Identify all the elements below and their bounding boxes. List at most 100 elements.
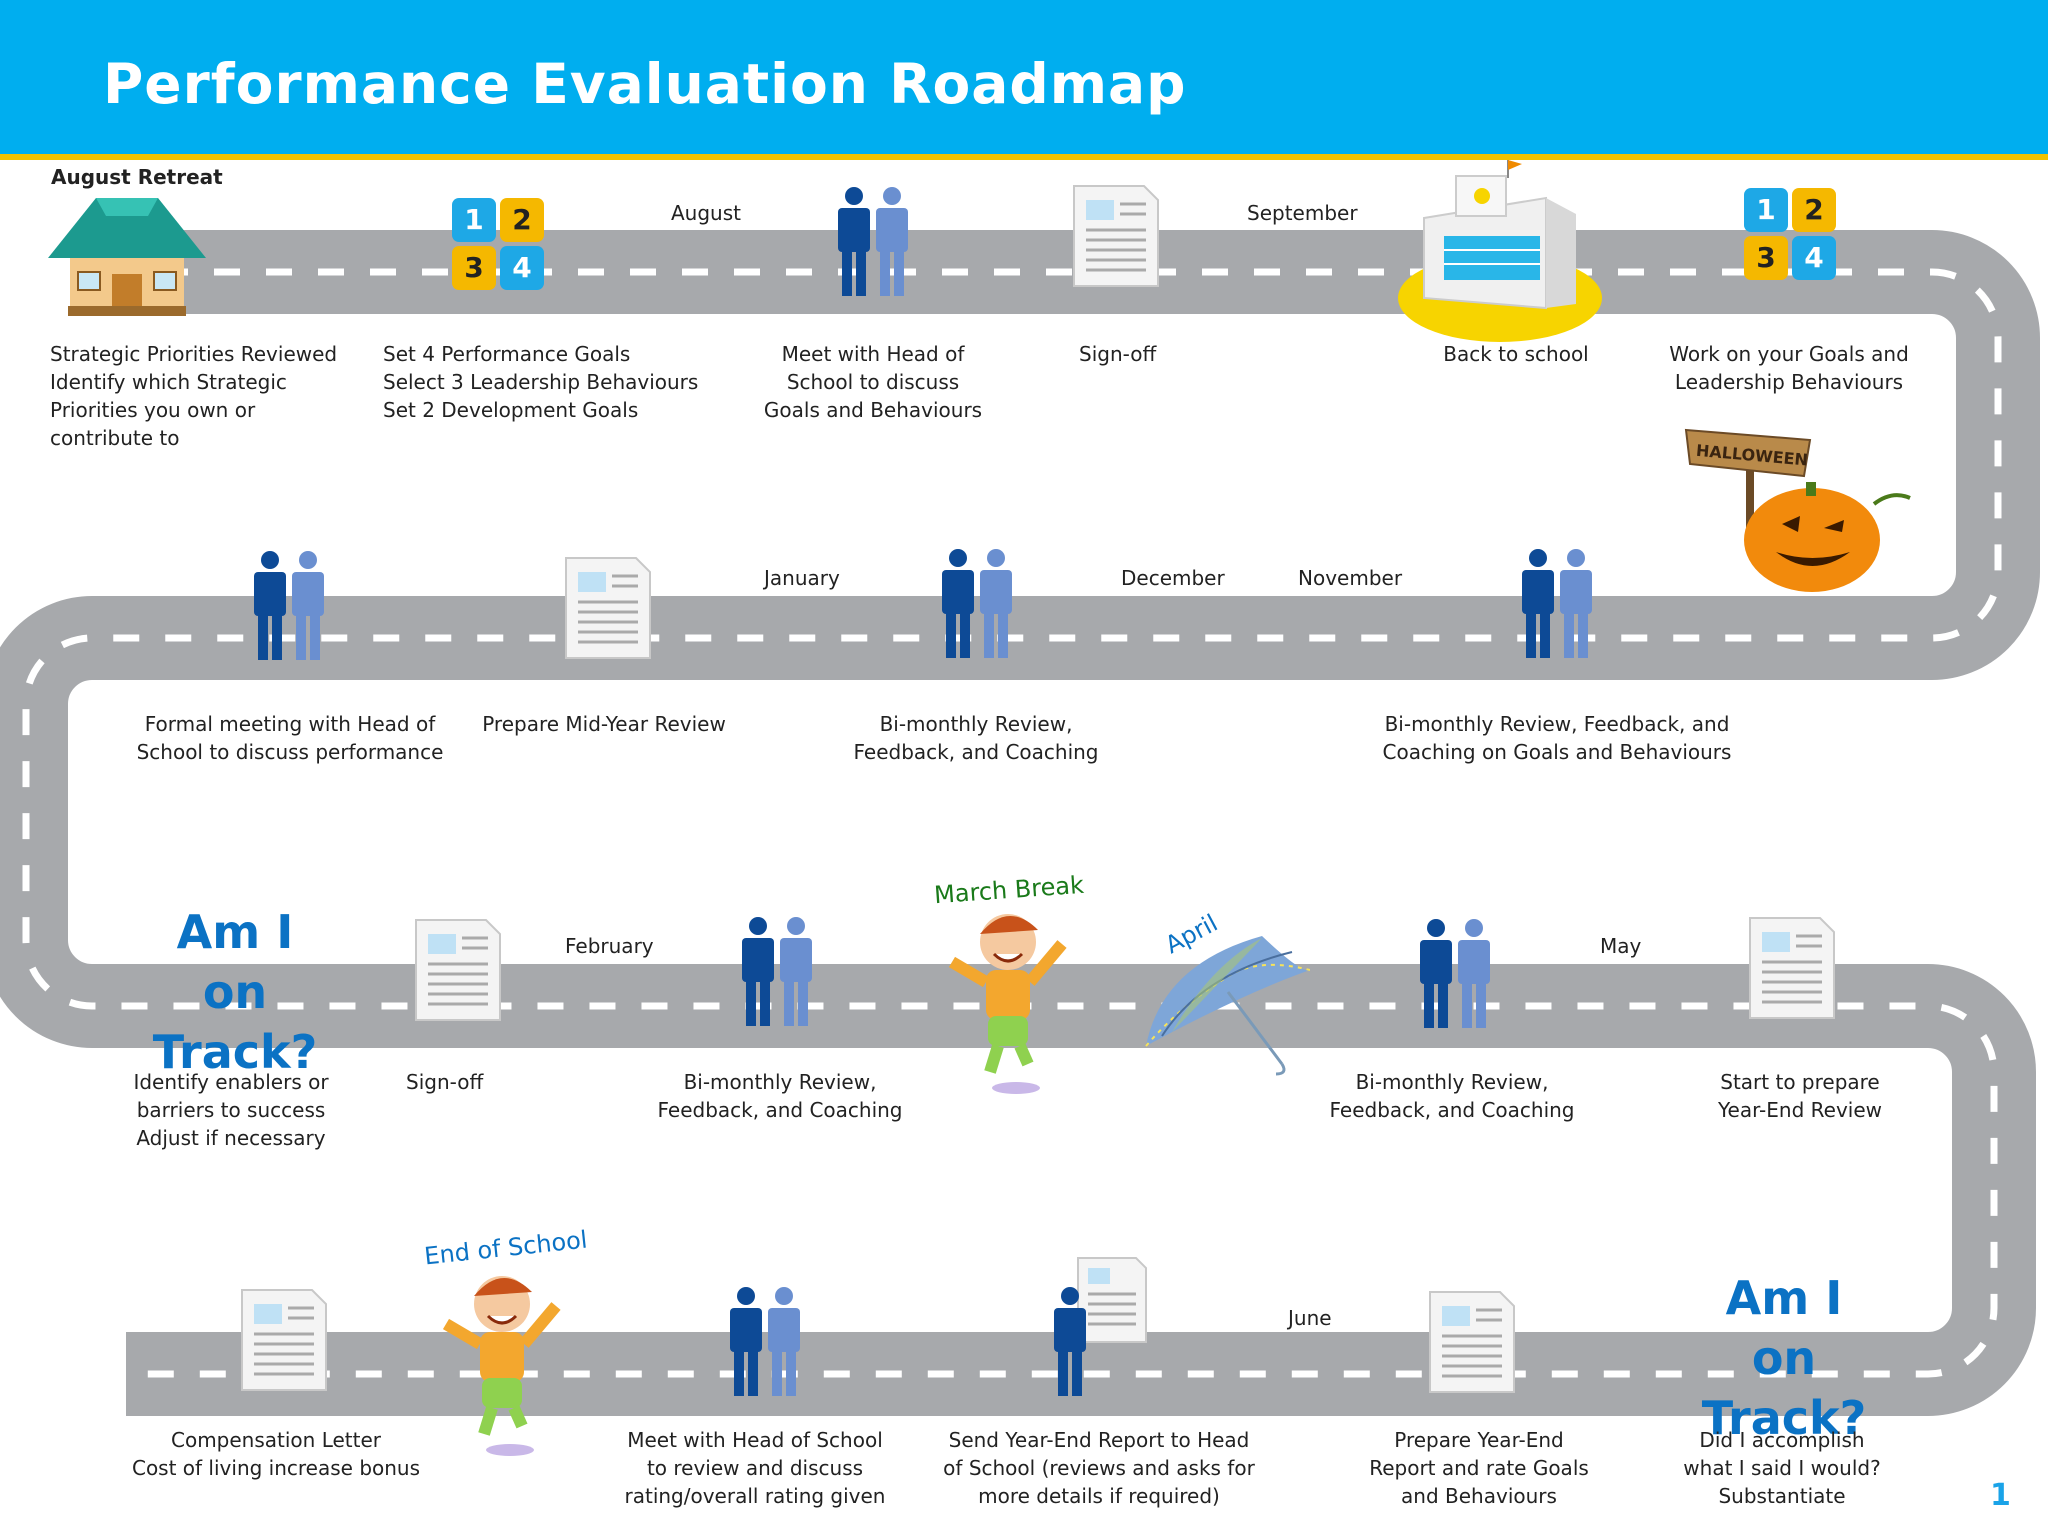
step-line: Strategic Priorities Reviewed <box>50 342 338 366</box>
step-line: Bi-monthly Review, <box>1355 1070 1549 1094</box>
on-track-callout: Am I on Track? <box>120 902 350 1082</box>
month-june: June <box>1288 1306 1332 1330</box>
month-august: August <box>671 201 741 225</box>
callout-line: on Track? <box>152 965 318 1079</box>
callout-line: Am I <box>1725 1271 1843 1325</box>
school-building-icon <box>1398 160 1602 342</box>
document-icon <box>415 919 501 1021</box>
mid-year-review-step: Prepare Mid-Year Review <box>482 712 726 736</box>
prepare-report-step: Prepare Year-End Report and rate Goals a… <box>1369 1426 1589 1510</box>
step-line: Meet with Head of School <box>627 1428 883 1452</box>
step-line: Identify enablers or <box>133 1070 329 1094</box>
bimonthly-review-step: Bi-monthly Review, Feedback, and Coachin… <box>658 1068 903 1124</box>
month-december: December <box>1121 566 1225 590</box>
people-icon <box>254 551 324 660</box>
step-line: Priorities you own or <box>50 398 256 422</box>
callout-line: on Track? <box>1701 1331 1867 1445</box>
road-lane-marking <box>22 268 2002 1378</box>
reflection-step: Did I accomplish what I said I would? Su… <box>1683 1426 1880 1510</box>
step-line: contribute to <box>50 426 180 450</box>
step-line: more details if required) <box>978 1484 1220 1508</box>
header-bar <box>0 0 2048 154</box>
final-meeting-step: Meet with Head of School to review and d… <box>625 1426 886 1510</box>
people-icon <box>742 917 812 1026</box>
step-line: Identify which Strategic <box>50 370 287 394</box>
step-line: barriers to success <box>136 1098 326 1122</box>
step-line: Report and rate Goals <box>1369 1456 1589 1480</box>
month-january: January <box>764 566 840 590</box>
step-line: Bi-monthly Review, Feedback, and <box>1384 712 1730 736</box>
people-icon <box>1522 549 1592 658</box>
step-line: Select 3 Leadership Behaviours <box>383 370 699 394</box>
document-icon <box>1073 185 1159 287</box>
jumping-kid-icon <box>948 914 1067 1094</box>
people-icon <box>838 187 908 296</box>
step-line: Send Year-End Report to Head <box>948 1428 1250 1452</box>
step-line: School to discuss performance <box>136 740 444 764</box>
tile-4: 4 <box>1792 236 1836 280</box>
step-line: Formal meeting with Head of <box>144 712 436 736</box>
step-line: Meet with Head of <box>781 342 965 366</box>
month-september: September <box>1247 201 1358 225</box>
step-line: Prepare Year-End <box>1394 1428 1564 1452</box>
step-line: of School (reviews and asks for <box>943 1456 1255 1480</box>
step-line: Coaching on Goals and Behaviours <box>1382 740 1732 764</box>
month-february: February <box>565 934 654 958</box>
document-icon <box>1429 1291 1515 1393</box>
step-line: Did I accomplish <box>1699 1428 1865 1452</box>
page-title: Performance Evaluation Roadmap <box>103 52 1187 116</box>
back-to-school-step: Back to school <box>1443 342 1589 366</box>
step-line: Feedback, and Coaching <box>853 740 1099 764</box>
step-line: Adjust if necessary <box>136 1126 326 1150</box>
send-report-step: Send Year-End Report to Head of School (… <box>943 1426 1255 1510</box>
bimonthly-review-step: Bi-monthly Review, Feedback, and Coachin… <box>854 710 1099 766</box>
person-with-document-icon <box>1054 1257 1147 1396</box>
step-line: Cost of living increase bonus <box>131 1456 421 1480</box>
tile-2: 2 <box>500 198 544 242</box>
tile-3: 3 <box>1744 236 1788 280</box>
step-line: rating/overall rating given <box>624 1484 886 1508</box>
step-line: Feedback, and Coaching <box>657 1098 903 1122</box>
step-line: Set 2 Development Goals <box>383 398 639 422</box>
step-line: Leadership Behaviours <box>1674 370 1904 394</box>
formal-meeting-step: Formal meeting with Head of School to di… <box>137 710 444 766</box>
document-icon <box>241 1289 327 1391</box>
step-line: School to discuss <box>786 370 960 394</box>
step-line: Feedback, and Coaching <box>1329 1098 1575 1122</box>
number-tiles-icon: 1 2 3 4 <box>1744 188 1842 286</box>
tile-2: 2 <box>1792 188 1836 232</box>
month-may: May <box>1600 934 1642 958</box>
callout-line: Am I <box>176 905 294 959</box>
on-track-callout: Am I on Track? <box>1664 1268 1904 1448</box>
step-line: Bi-monthly Review, <box>683 1070 877 1094</box>
house-icon <box>48 198 206 316</box>
step-line: Goals and Behaviours <box>763 398 983 422</box>
people-icon <box>1420 919 1490 1028</box>
page-number: 1 <box>1990 1478 2011 1513</box>
umbrella-icon <box>1145 936 1310 1076</box>
step-line: Set 4 Performance Goals <box>383 342 631 366</box>
bimonthly-review-step: Bi-monthly Review, Feedback, and Coachin… <box>1330 1068 1575 1124</box>
signoff-step: Sign-off <box>1079 342 1157 366</box>
strategic-priorities-step: Strategic Priorities Reviewed Identify w… <box>50 340 337 452</box>
signoff-step: Sign-off <box>406 1070 484 1094</box>
document-icon <box>1749 917 1835 1019</box>
document-icon <box>565 557 651 659</box>
tile-1: 1 <box>452 198 496 242</box>
compensation-letter-step: Compensation Letter Cost of living incre… <box>132 1426 420 1482</box>
step-line: Year-End Review <box>1717 1098 1883 1122</box>
step-line: what I said I would? <box>1683 1456 1881 1480</box>
work-on-goals-step: Work on your Goals and Leadership Behavi… <box>1669 340 1909 396</box>
step-line: to review and discuss <box>646 1456 864 1480</box>
bimonthly-goals-review-step: Bi-monthly Review, Feedback, and Coachin… <box>1383 710 1732 766</box>
step-line: Work on your Goals and <box>1669 342 1909 366</box>
people-icon <box>942 549 1012 658</box>
step-line: and Behaviours <box>1401 1484 1557 1508</box>
tile-1: 1 <box>1744 188 1788 232</box>
august-retreat-label: August Retreat <box>51 165 223 189</box>
set-goals-step: Set 4 Performance Goals Select 3 Leaders… <box>383 340 698 424</box>
header-accent-line <box>0 154 2048 160</box>
step-line: Substantiate <box>1718 1484 1846 1508</box>
step-line: Start to prepare <box>1720 1070 1880 1094</box>
